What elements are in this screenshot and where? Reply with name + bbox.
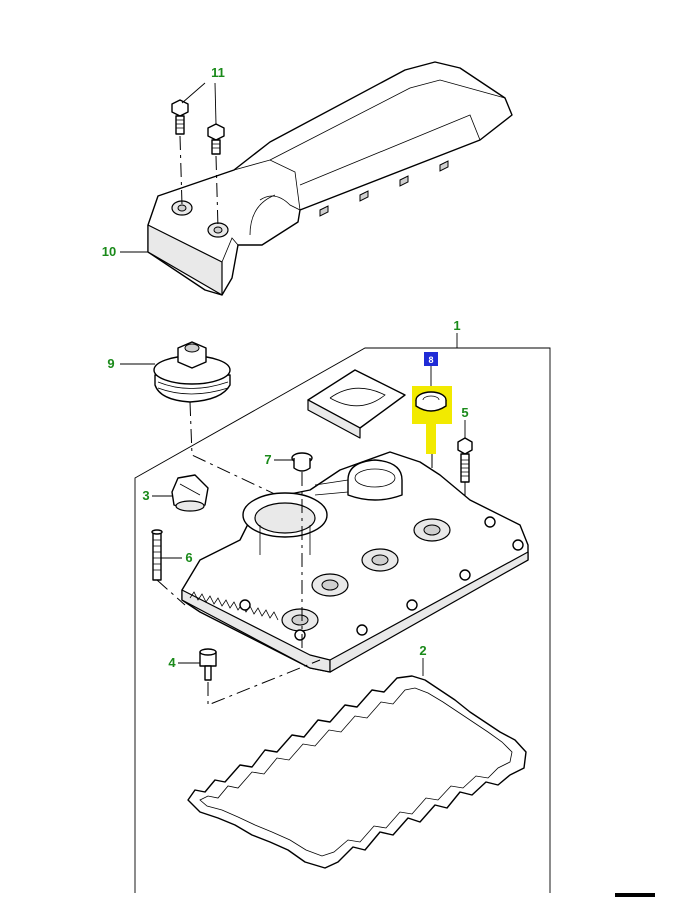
breather-plate[interactable]: [307, 369, 406, 439]
leader-lines: [120, 82, 466, 676]
rocker-cover-body[interactable]: [181, 451, 529, 673]
highlighted-seal-part-8[interactable]: [412, 386, 452, 454]
plug-part-7[interactable]: [291, 452, 313, 472]
callout-10-label: 10: [102, 244, 116, 259]
callout-7-label: 7: [264, 452, 271, 467]
callout-1-label: 1: [453, 318, 460, 333]
gasket-part-2[interactable]: [187, 675, 527, 869]
callout-3-label: 3: [142, 488, 149, 503]
engine-cover-part-10[interactable]: [147, 61, 513, 296]
cover-bolt-part-11a[interactable]: [171, 99, 189, 135]
stud-bolt-part-5[interactable]: [457, 437, 473, 483]
callout-4-label: 4: [168, 655, 176, 670]
callout-6-label: 6: [185, 550, 192, 565]
oil-cap-part-3[interactable]: [171, 474, 209, 512]
callout-8-label: 8: [428, 355, 433, 365]
callout-11-label: 11: [211, 65, 225, 80]
callout-labels: 1 2 3 4 5 6 7 9 10 11: [102, 65, 469, 670]
oil-filler-cap-part-9[interactable]: [153, 341, 231, 403]
callout-9-label: 9: [107, 356, 114, 371]
assembly-frame-part-1: [134, 347, 551, 893]
part-8-badge[interactable]: 8: [424, 352, 438, 386]
callout-5-label: 5: [461, 405, 468, 420]
bolt-part-4[interactable]: [199, 648, 217, 681]
stud-part-6[interactable]: [151, 529, 163, 581]
callout-2-label: 2: [419, 643, 426, 658]
footer-code: [615, 893, 655, 897]
cover-bolt-part-11b[interactable]: [207, 123, 225, 155]
